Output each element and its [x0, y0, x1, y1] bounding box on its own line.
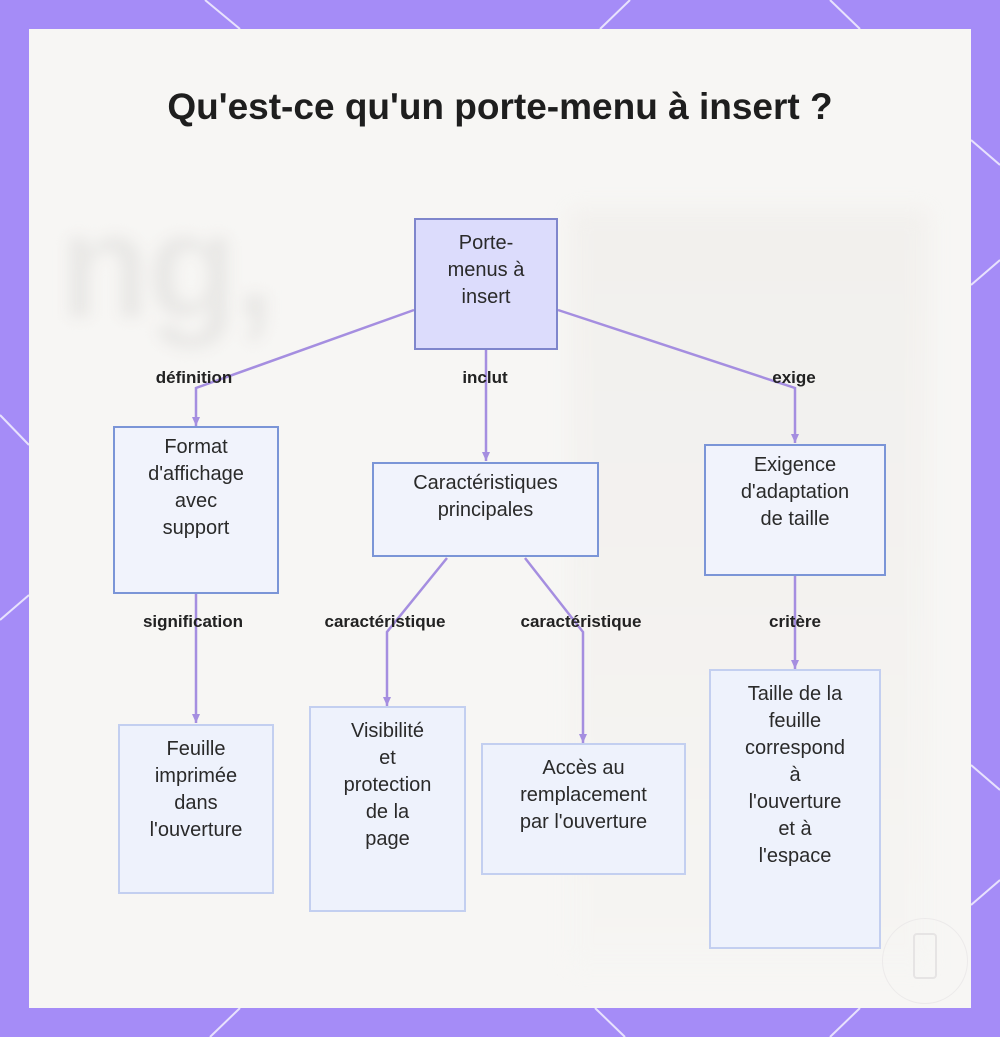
node-features-text: Caractéristiques principales — [413, 470, 558, 524]
node-root-text: Porte- menus à insert — [448, 230, 525, 311]
phone-watermark-icon — [913, 933, 937, 979]
edge-label-includes: inclut — [462, 368, 508, 387]
node-visibility-line: Visibilité — [351, 720, 424, 742]
node-sheet-text: Feuille imprimée dans l'ouverture — [150, 736, 243, 844]
node-size-line: à — [789, 764, 801, 786]
node-root: Porte- menus à insert — [414, 218, 558, 350]
edge-root-requirement — [557, 308, 799, 443]
node-size: Taille de la feuille correspond à l'ouve… — [709, 669, 881, 949]
node-access-line: remplacement — [520, 784, 647, 806]
node-definition: Format d'affichage avec support — [113, 426, 279, 594]
node-requirement-line: de taille — [760, 508, 830, 530]
edge-label-requires: exige — [772, 368, 816, 387]
node-root-line: Porte- — [458, 232, 514, 254]
node-definition-line: d'affichage — [148, 463, 244, 485]
node-features: Caractéristiques principales — [372, 462, 599, 557]
node-root-line: insert — [461, 286, 511, 308]
node-requirement-line: Exigence — [753, 454, 837, 476]
edge-label-feature-2: caractéristique — [520, 612, 642, 631]
edge-label-criterion: critère — [769, 612, 821, 631]
node-features-line: Caractéristiques — [413, 472, 558, 494]
node-visibility-text: Visibilité et protection de la page — [344, 718, 432, 853]
node-visibility: Visibilité et protection de la page — [309, 706, 466, 912]
node-visibility-line: et — [379, 747, 396, 769]
node-sheet-line: dans — [174, 792, 218, 814]
node-access-line: par l'ouverture — [519, 811, 648, 833]
node-access-line: Accès au — [542, 757, 625, 779]
edge-label-definition: définition — [155, 368, 233, 387]
diagram-title: Qu'est-ce qu'un porte-menu à insert ? — [167, 86, 833, 127]
node-definition-line: avec — [174, 490, 218, 512]
node-definition-line: Format — [164, 436, 228, 458]
node-size-line: correspond — [744, 737, 846, 759]
edge-label-feature-1: caractéristique — [324, 612, 446, 631]
node-visibility-line: de la — [365, 801, 410, 823]
node-definition-text: Format d'affichage avec support — [148, 434, 244, 542]
node-requirement-text: Exigence d'adaptation de taille — [741, 452, 849, 533]
node-sheet: Feuille imprimée dans l'ouverture — [118, 724, 274, 894]
node-sheet-line: imprimée — [154, 765, 238, 787]
node-size-line: l'ouverture — [748, 791, 842, 813]
node-root-line: menus à — [447, 259, 525, 281]
edge-root-definition — [192, 308, 415, 426]
node-size-line: feuille — [768, 710, 822, 732]
edge-features-access — [524, 557, 587, 743]
node-visibility-line: page — [365, 828, 410, 850]
node-size-line: Taille de la — [747, 683, 843, 705]
node-requirement-line: d'adaptation — [740, 481, 850, 503]
node-size-text: Taille de la feuille correspond à l'ouve… — [745, 681, 845, 870]
node-size-line: et à — [778, 818, 812, 840]
node-access: Accès au remplacement par l'ouverture — [481, 743, 686, 875]
node-sheet-line: Feuille — [166, 738, 226, 760]
node-visibility-line: protection — [343, 774, 432, 796]
node-requirement: Exigence d'adaptation de taille — [704, 444, 886, 576]
node-features-line: principales — [437, 499, 534, 521]
background-blur-decoration: ng, — [59, 181, 276, 349]
node-access-text: Accès au remplacement par l'ouverture — [520, 755, 647, 836]
node-definition-line: support — [162, 517, 230, 539]
node-size-line: l'espace — [758, 845, 832, 867]
edge-features-visibility — [383, 557, 448, 706]
edge-label-meaning: signification — [142, 612, 244, 631]
node-sheet-line: l'ouverture — [149, 819, 243, 841]
watermark-circle — [882, 918, 968, 1004]
